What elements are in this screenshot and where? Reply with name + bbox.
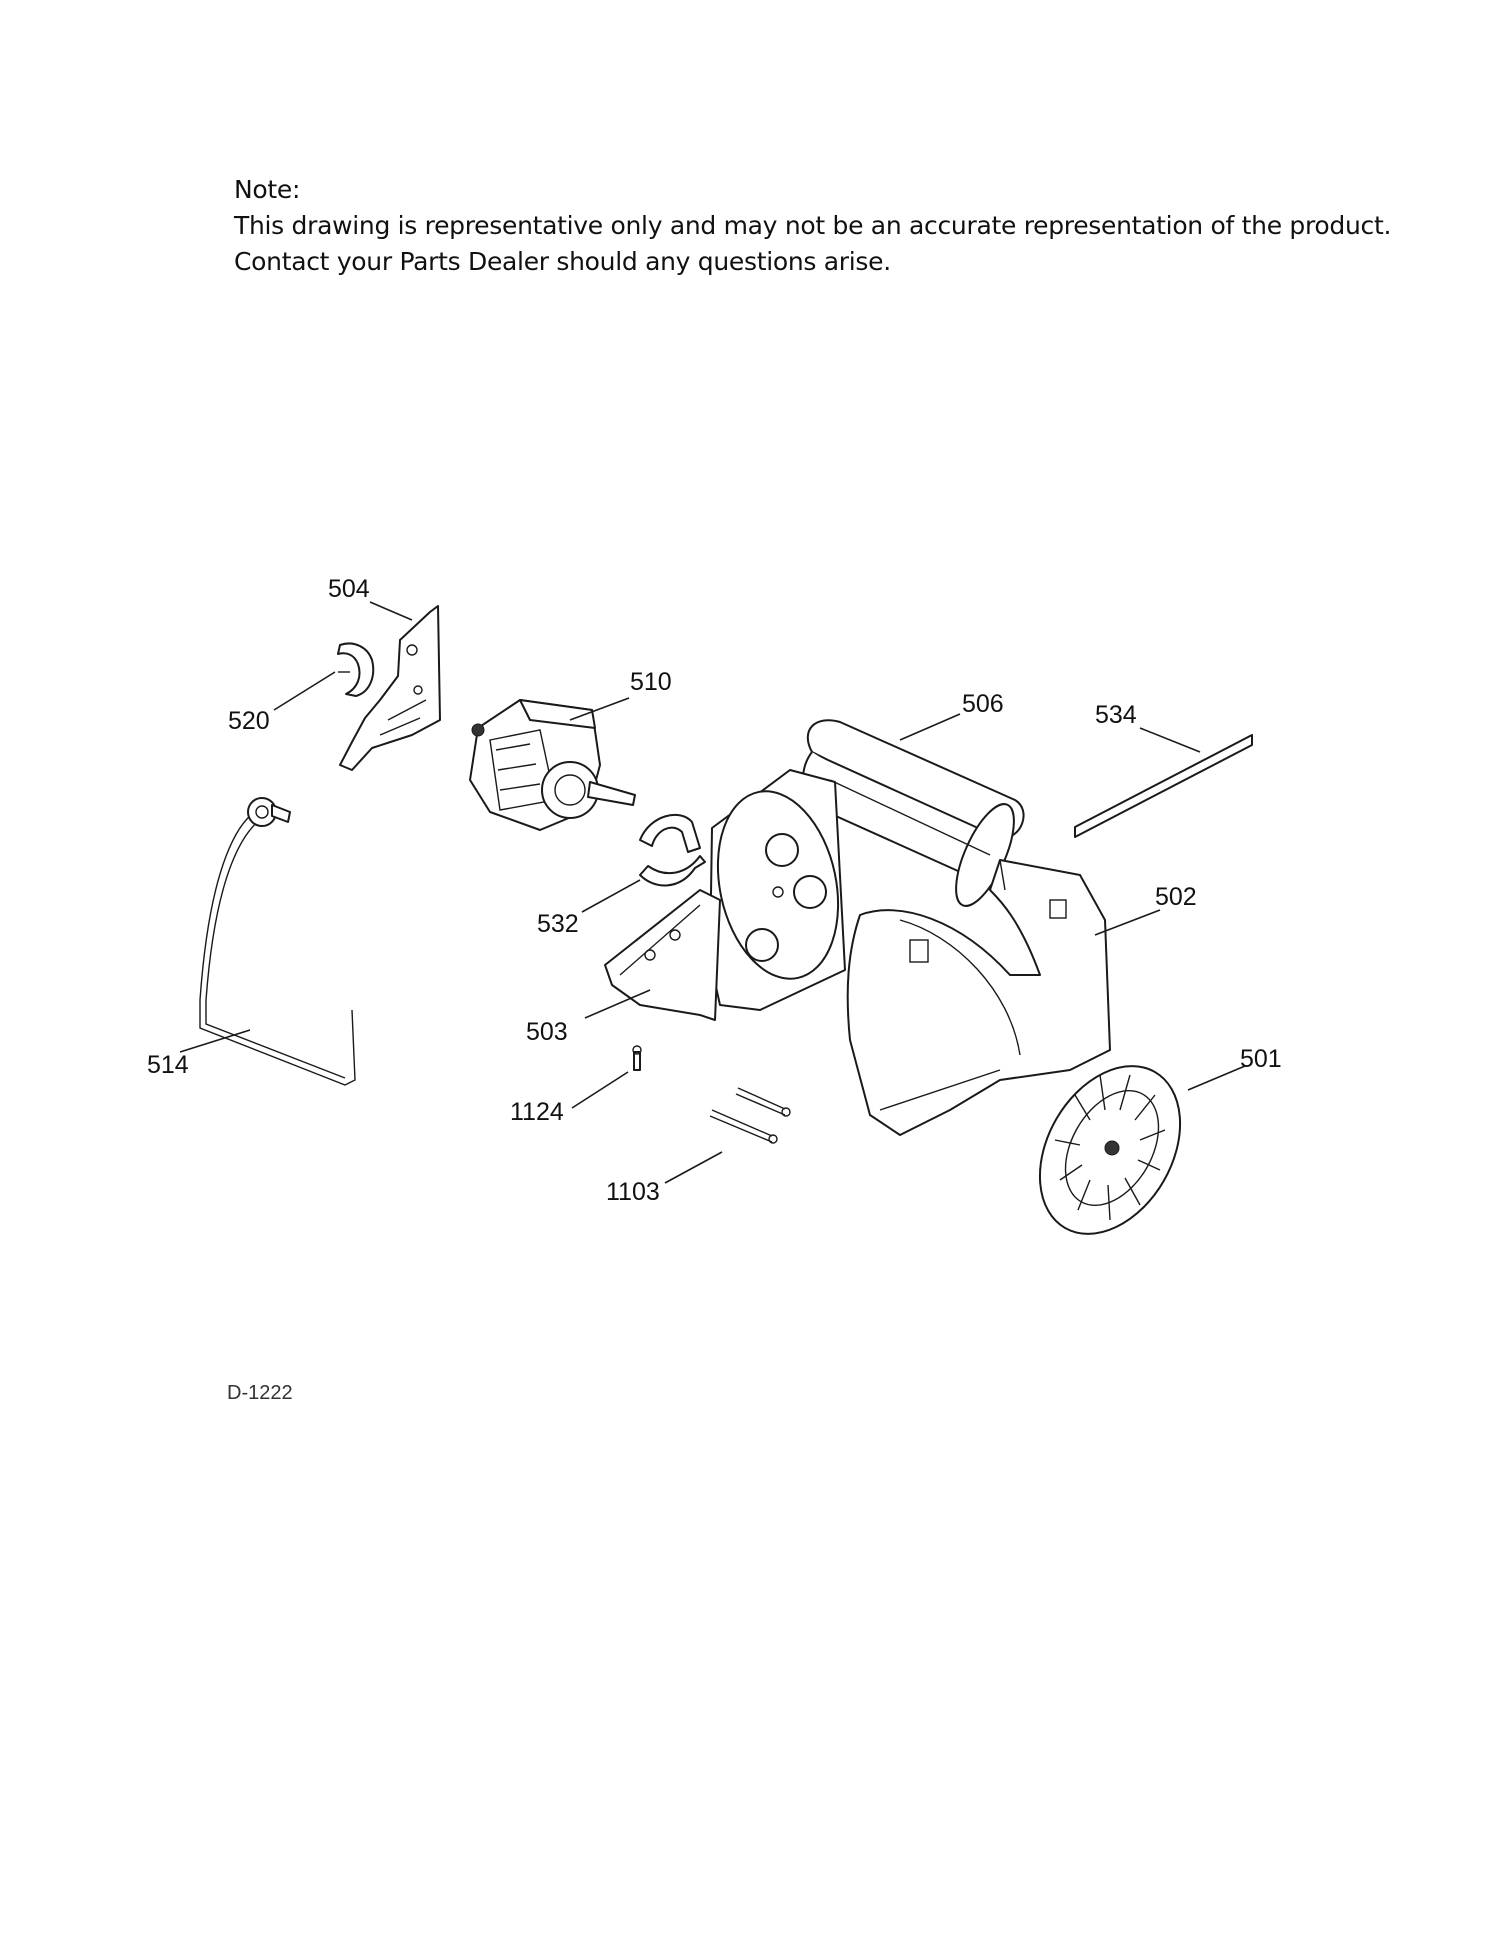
part-502-blower-housing — [846, 859, 1111, 1136]
callout-501: 501 — [1240, 1045, 1282, 1073]
callout-532: 532 — [537, 910, 579, 938]
part-501-blower-wheel — [1038, 1065, 1182, 1235]
part-534-strip — [1074, 734, 1253, 838]
note-heading: Note: — [234, 175, 301, 204]
callout-504: 504 — [328, 575, 370, 603]
callout-502: 502 — [1155, 883, 1197, 911]
callout-514: 514 — [147, 1051, 189, 1079]
part-503-base — [604, 769, 846, 1021]
part-510-motor — [469, 699, 636, 831]
part-504-bracket — [339, 605, 441, 771]
part-520-clip — [337, 642, 375, 697]
callout-534: 534 — [1095, 701, 1137, 729]
note-line-2: Contact your Parts Dealer should any que… — [234, 247, 891, 276]
callout-506: 506 — [962, 690, 1004, 718]
callout-labels: 504 510 520 506 534 502 532 503 514 501 … — [147, 575, 1282, 1206]
callout-520: 520 — [228, 707, 270, 735]
callout-510: 510 — [630, 668, 672, 696]
part-506-duct — [801, 719, 1025, 907]
part-1124-pin — [632, 1045, 642, 1071]
callout-1124: 1124 — [510, 1098, 564, 1126]
callout-1103: 1103 — [606, 1178, 660, 1206]
callout-leader-lines — [179, 601, 1246, 1184]
diagram-code: D-1222 — [227, 1382, 293, 1404]
note-line-1: This drawing is representative only and … — [234, 211, 1392, 240]
callout-503: 503 — [526, 1018, 568, 1046]
part-532-clamps — [639, 813, 706, 887]
part-514-belt — [199, 797, 356, 1086]
disclaimer-note: Note: This drawing is representative onl… — [234, 172, 1434, 280]
part-1103-screws — [709, 1087, 791, 1144]
